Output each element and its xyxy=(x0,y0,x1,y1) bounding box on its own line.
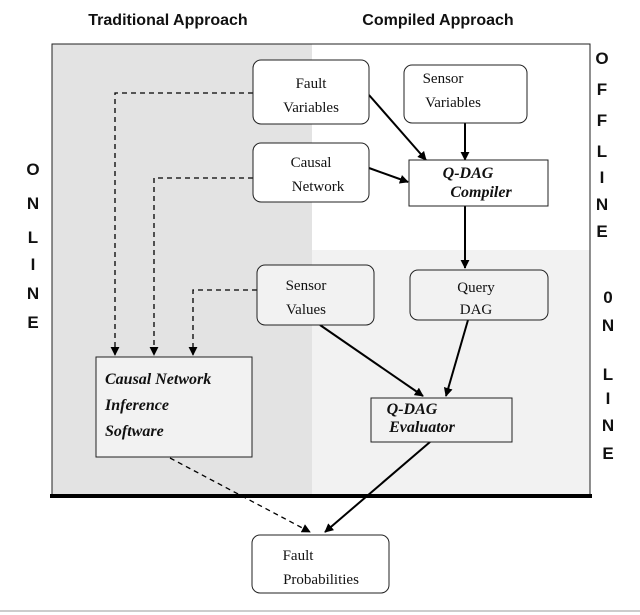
causal-network-line-2: Network xyxy=(292,179,345,195)
compiled-approach-header: Compiled Approach xyxy=(362,12,513,29)
query-dag-line-1: Query xyxy=(457,280,495,296)
left-online-letter: O xyxy=(26,160,39,179)
left-online-letter: N xyxy=(27,284,39,303)
right-offline-letter: N xyxy=(596,195,608,214)
right-offline-letter: E xyxy=(596,222,607,241)
right-offline-letter: O xyxy=(595,49,608,68)
left-online-letter: L xyxy=(28,228,38,247)
right-online-letter: E xyxy=(602,444,613,463)
fault-variables-line-2: Variables xyxy=(283,100,339,116)
right-online-letter: I xyxy=(606,389,611,408)
right-offline-letter: F xyxy=(597,80,607,99)
query-dag-node: Query DAG xyxy=(409,269,549,321)
inference-software-line-3: Software xyxy=(105,423,164,440)
inference-software-node: Causal Network Inference Software xyxy=(95,356,253,458)
inference-software-line-1: Causal Network xyxy=(105,371,211,388)
arrow-values-to-evaluator xyxy=(319,324,424,397)
right-online-label: 0 N L I N E xyxy=(602,288,614,463)
right-online-letter: L xyxy=(603,365,613,384)
left-online-letter: E xyxy=(27,313,38,332)
dashed-arrow-fault-to-inference xyxy=(110,92,253,356)
sensor-values-node: Sensor Values xyxy=(256,264,375,326)
left-online-letter: I xyxy=(31,255,36,274)
right-offline-label: O F F L I N E xyxy=(595,49,608,241)
qdag-compiler-line-2: Compiler xyxy=(450,184,512,201)
right-offline-letter: I xyxy=(600,168,605,187)
sensor-variables-line-2: Variables xyxy=(425,95,481,111)
qdag-evaluator-line-2: Evaluator xyxy=(388,419,456,436)
qdag-compiler-node: Q-DAG Compiler xyxy=(408,159,549,207)
traditional-approach-header: Traditional Approach xyxy=(88,12,247,29)
right-online-letter: N xyxy=(602,416,614,435)
qdag-evaluator-node: Q-DAG Evaluator xyxy=(370,397,513,443)
sensor-values-line-2: Values xyxy=(286,302,326,318)
arrow-evaluator-to-probabilities xyxy=(324,441,431,533)
sensor-values-line-1: Sensor xyxy=(286,278,327,294)
query-dag-line-2: DAG xyxy=(460,302,493,318)
sensor-variables-node: Sensor Variables xyxy=(403,64,528,124)
fault-probabilities-node: Fault Probabilities xyxy=(251,534,390,594)
left-online-label: O N L I N E xyxy=(26,160,39,332)
arrow-fault-to-compiler xyxy=(368,94,427,161)
fault-probabilities-line-2: Probabilities xyxy=(283,572,359,588)
fault-variables-line-1: Fault xyxy=(296,76,328,92)
arrow-query-dag-to-evaluator xyxy=(443,319,469,397)
arrow-network-to-compiler xyxy=(368,167,409,184)
sensor-variables-line-1: Sensor xyxy=(423,71,464,87)
fault-probabilities-line-1: Fault xyxy=(283,548,315,564)
right-offline-letter: F xyxy=(597,111,607,130)
fault-variables-node: Fault Variables xyxy=(252,59,370,125)
qdag-compiler-line-1: Q-DAG xyxy=(443,165,494,182)
left-online-letter: N xyxy=(27,194,39,213)
inference-software-line-2: Inference xyxy=(104,397,169,414)
dashed-arrow-values-to-inference xyxy=(188,289,257,356)
right-online-letter: 0 xyxy=(603,288,612,307)
causal-network-line-1: Causal xyxy=(291,155,332,171)
dashed-arrow-network-to-inference xyxy=(149,177,253,356)
right-offline-letter: L xyxy=(597,142,607,161)
right-online-letter: N xyxy=(602,316,614,335)
causal-network-node: Causal Network xyxy=(252,142,370,203)
qdag-evaluator-line-1: Q-DAG xyxy=(387,401,438,418)
